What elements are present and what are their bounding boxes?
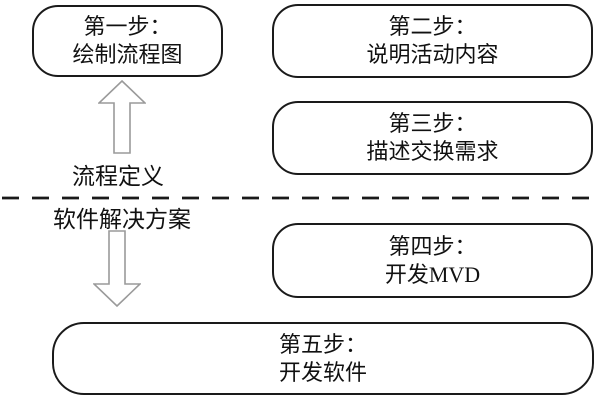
step2-title: 第二步： [388,14,477,39]
step5-box: 第五步： 开发软件 [52,322,594,395]
step2-box: 第二步： 说明活动内容 [272,4,593,78]
step5-title: 第五步： [278,331,367,357]
step4-title: 第四步： [388,233,477,259]
step2-description: 说明活动内容 [366,42,499,67]
up-arrow-icon [98,80,146,154]
step3-description: 描述交换需求 [366,139,499,164]
step1-title: 第一步： [83,14,172,39]
zone-divider-dashed-line [2,196,600,200]
step4-description: 开发MVD [384,261,481,287]
step1-box: 第一步： 绘制流程图 [32,5,223,77]
step3-title: 第三步： [388,111,477,136]
upper-zone-label: 流程定义 [72,164,164,189]
down-arrow-icon [93,230,141,307]
down-arrow-shape [93,230,141,307]
lower-zone-label: 软件解决方案 [53,207,191,232]
up-arrow-shape [98,80,146,154]
step3-box: 第三步： 描述交换需求 [272,101,593,175]
step4-box: 第四步： 开发MVD [272,223,593,298]
step5-description: 开发软件 [278,359,367,385]
step1-description: 绘制流程图 [72,42,183,67]
